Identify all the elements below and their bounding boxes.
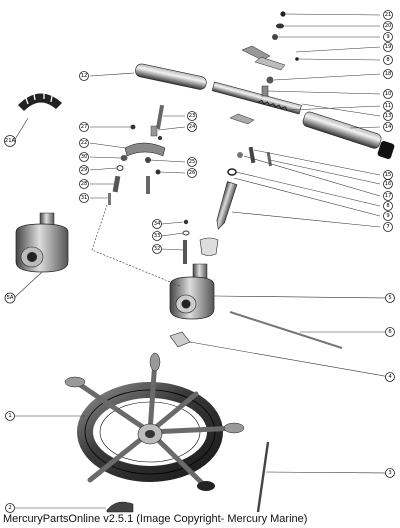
callout-13: 13 <box>383 111 393 121</box>
callout-label: 1 <box>8 413 11 419</box>
callout-label: 20 <box>385 23 392 29</box>
callout-16: 16 <box>383 179 393 189</box>
callout-34: 34 <box>152 219 162 229</box>
callout-label: 5 <box>388 295 391 301</box>
callout-26: 26 <box>187 168 197 178</box>
callout-3: 3 <box>385 468 395 478</box>
callout-label: 11 <box>385 103 392 109</box>
callout-label: 17 <box>385 193 392 199</box>
callout-8: 8 <box>383 201 393 211</box>
callout-19: 19 <box>383 42 393 52</box>
callout-label: 14 <box>385 124 392 130</box>
callout-label: 34 <box>154 221 161 227</box>
part-shaft-7 <box>216 181 238 230</box>
callout-label: 21 <box>385 12 392 18</box>
callout-21: 21 <box>383 10 393 20</box>
callout-32: 32 <box>152 244 162 254</box>
part-shaft-11 <box>211 81 302 115</box>
callout-11: 11 <box>383 101 393 111</box>
callout-10-top: 10 <box>383 89 393 99</box>
callout-7: 7 <box>383 222 393 232</box>
callout-2: 2 <box>5 503 15 513</box>
callout-label: 22 <box>81 140 88 146</box>
part-rod-3 <box>256 441 270 513</box>
callout-9-top: 9 <box>383 32 393 42</box>
callout-label: 21A <box>5 138 16 144</box>
callout-label: 13 <box>385 113 392 119</box>
callout-label: 2 <box>8 505 11 511</box>
callout-label: 33 <box>154 233 161 239</box>
callout-17: 17 <box>383 191 393 201</box>
callout-6: 6 <box>385 327 395 337</box>
callout-label: 4 <box>388 374 392 380</box>
callout-label: 12 <box>81 73 88 79</box>
callout-23: 23 <box>187 111 197 121</box>
part-body-5 <box>169 237 219 320</box>
callout-label: 32 <box>154 246 161 252</box>
leader-lines <box>13 13 391 509</box>
callout-33: 33 <box>152 231 162 241</box>
part-tube-12 <box>135 63 207 90</box>
part-block-4 <box>169 331 191 348</box>
callout-label: 23 <box>189 113 196 119</box>
callout-label: 6 <box>388 329 391 335</box>
callout-label: 25 <box>189 159 196 165</box>
callout-5: 5 <box>385 293 395 303</box>
callout-14: 14 <box>383 122 393 132</box>
callout-9: 9 <box>383 211 393 221</box>
callout-label: 16 <box>385 181 392 187</box>
callout-label: 28 <box>81 181 88 187</box>
callout-25: 25 <box>187 157 197 167</box>
callout-1: 1 <box>5 411 15 421</box>
callout-18: 18 <box>383 69 393 79</box>
callout-label: 8 <box>386 57 389 63</box>
part-small-hardware-left <box>108 104 190 264</box>
callout-label: 27 <box>81 124 88 130</box>
callout-label: 9 <box>386 34 389 40</box>
callout-label: 24 <box>189 124 196 130</box>
callout-label: 15 <box>385 172 392 178</box>
part-body-5A <box>15 212 69 273</box>
part-tube-14 <box>302 111 395 159</box>
part-cap-2 <box>106 497 134 513</box>
callout-28: 28 <box>79 179 89 189</box>
callout-5A: 5A <box>4 292 16 304</box>
callout-label: 10 <box>385 91 392 97</box>
callouts: 21 20 9 19 8 18 10 11 13 14 15 16 17 8 9… <box>4 10 395 513</box>
part-steering-wheel-1 <box>64 352 245 491</box>
callout-label: 31 <box>81 195 88 201</box>
callout-label: 5A <box>7 295 14 301</box>
part-rod-6 <box>229 311 343 349</box>
callout-label: 26 <box>189 170 196 176</box>
callout-label: 3 <box>388 470 391 476</box>
callout-31: 31 <box>79 193 89 203</box>
callout-24: 24 <box>187 122 197 132</box>
callout-label: 30 <box>81 154 88 160</box>
callout-30: 30 <box>79 152 89 162</box>
callout-label: 18 <box>385 71 392 77</box>
callout-27: 27 <box>79 122 89 132</box>
callout-label: 29 <box>81 167 88 173</box>
callout-label: 8 <box>386 203 389 209</box>
callout-15: 15 <box>383 170 393 180</box>
callout-4: 4 <box>385 372 395 382</box>
callout-label: 19 <box>385 44 392 50</box>
callout-label: 9 <box>386 213 389 219</box>
image-caption: MercuryPartsOnline v2.5.1 (Image Copyrig… <box>3 513 308 525</box>
part-clamp-21A <box>18 93 62 111</box>
part-small-hardware-top <box>241 11 299 97</box>
callout-29: 29 <box>79 165 89 175</box>
callout-22: 22 <box>79 138 89 148</box>
callout-label: 7 <box>386 224 389 230</box>
callout-12: 12 <box>79 71 89 81</box>
callout-21A: 21A <box>4 135 16 147</box>
callout-8-top: 8 <box>383 55 393 65</box>
callout-20: 20 <box>383 21 393 31</box>
part-small-hardware-right <box>227 113 273 176</box>
